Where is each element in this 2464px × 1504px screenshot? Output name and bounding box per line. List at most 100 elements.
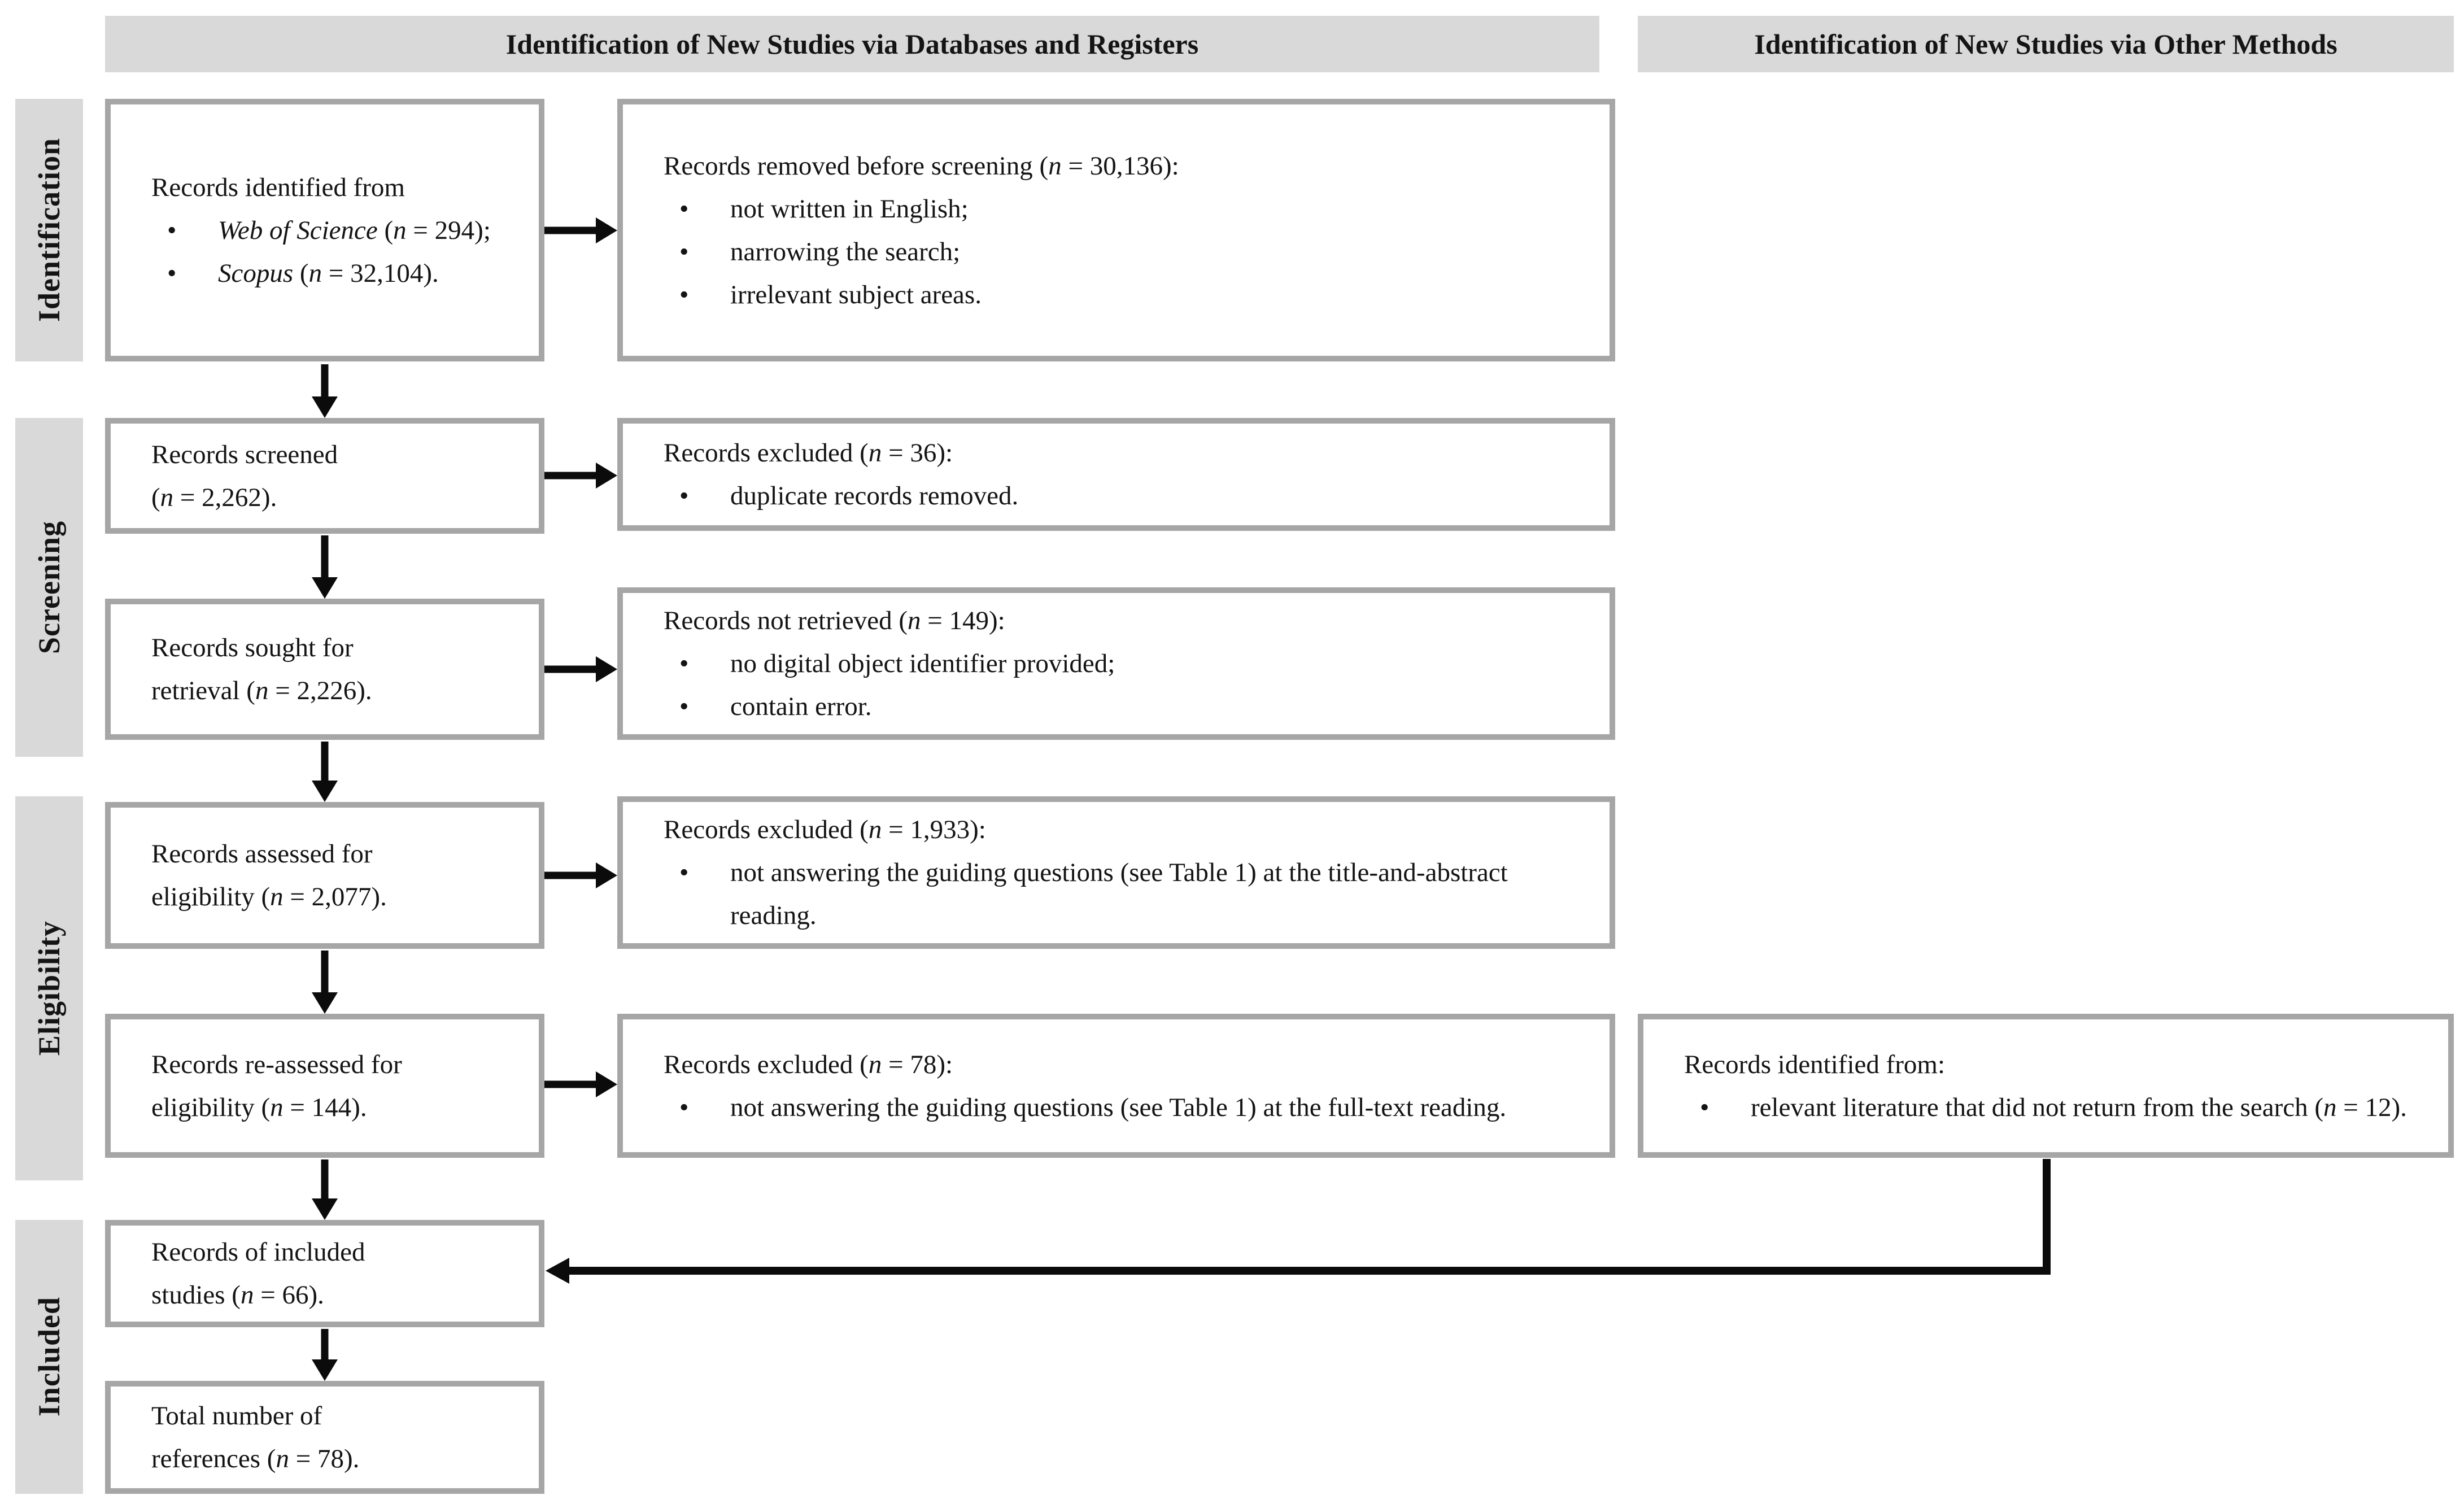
bullet-item: • relevant literature that did not return… xyxy=(1684,1086,2426,1129)
italic-text: n xyxy=(868,438,882,468)
text: Records identified from: xyxy=(1684,1049,1946,1079)
italic-text: n xyxy=(393,215,407,245)
box-text-line: eligibility (n = 2,077). xyxy=(151,875,516,918)
bullet-text: contain error. xyxy=(730,685,1587,728)
text: Records not retrieved ( xyxy=(664,606,908,635)
text: Records excluded ( xyxy=(664,438,869,468)
box-removed-before-screening: Records removed before screening (n = 30… xyxy=(617,99,1615,361)
italic-text: n xyxy=(255,676,269,705)
box-text-line: Records identified from: xyxy=(1684,1043,2426,1086)
box-text-line: eligibility (n = 144). xyxy=(151,1086,516,1129)
text: no digital object identifier provided; xyxy=(730,649,1115,678)
bullet-text: duplicate records removed. xyxy=(730,474,1587,517)
text: Records re-assessed for xyxy=(151,1049,402,1079)
box-text-line: Records identified from xyxy=(151,166,516,209)
text: Records of included xyxy=(151,1237,365,1267)
stage-label-eligibility-text: Eligibility xyxy=(32,921,66,1056)
box-text-line: Total number of xyxy=(151,1394,516,1437)
text: = 32,104). xyxy=(322,258,439,288)
bullet-text: not written in English; xyxy=(730,188,1587,230)
arrow-assessed-to-reassessed xyxy=(312,951,338,1014)
arrow-identified-to-screened xyxy=(312,364,338,418)
arrow-screened-to-sought xyxy=(312,535,338,599)
bullet-dot: • xyxy=(679,692,689,721)
box-not-retrieved: Records not retrieved (n = 149): • no digi… xyxy=(617,587,1615,740)
text: duplicate records removed. xyxy=(730,481,1019,511)
italic-text: n xyxy=(270,882,284,912)
header-databases-registers: Identification of New Studies via Databa… xyxy=(105,16,1599,72)
italic-text: Scopus xyxy=(218,258,294,288)
text: = 78). xyxy=(289,1444,360,1474)
bullet-dot: • xyxy=(1700,1092,1709,1122)
arrow-screened-to-excluded xyxy=(544,463,617,489)
header-other-methods: Identification of New Studies via Other … xyxy=(1638,16,2454,72)
text: ( xyxy=(151,482,160,512)
arrow-sought-to-assessed xyxy=(312,742,338,802)
box-text-line: retrieval (n = 2,226). xyxy=(151,669,516,712)
box-text-line: Records excluded (n = 78): xyxy=(664,1043,1587,1086)
box-text-line: Records not retrieved (n = 149): xyxy=(664,599,1587,642)
bullet-item: •not answering the guiding questions (se… xyxy=(664,851,1587,937)
bullet-text: narrowing the search; xyxy=(730,230,1587,273)
bullet-item: • not answering the guiding questions (se… xyxy=(664,1086,1587,1129)
bullet-item: • Web of Science (n = 294); xyxy=(151,209,516,252)
text: studies ( xyxy=(151,1280,241,1310)
bullet-item: • contain error. xyxy=(664,685,1587,728)
italic-text: n xyxy=(308,258,322,288)
box-text-line: Records screened xyxy=(151,433,516,476)
box-records-reassessed: Records re-assessed for eligibility (n = … xyxy=(105,1014,544,1158)
bullet-item: • no digital object identifier provided; xyxy=(664,642,1587,685)
text: Records excluded ( xyxy=(664,815,869,844)
text: not answering the guiding questions (see… xyxy=(730,1092,1507,1122)
bullet-item: •narrowing the search; xyxy=(664,230,1587,273)
italic-text: n xyxy=(868,1049,882,1079)
bullet-dot: • xyxy=(679,858,689,887)
bullet-item: •Scopus (n = 32,104). xyxy=(151,252,516,295)
arrow-assessed-to-excluded-title-abstract xyxy=(544,862,617,888)
box-text-line: Records sought for xyxy=(151,626,516,669)
text: Records screened xyxy=(151,439,338,469)
box-text-line: Records removed before screening (n = 30… xyxy=(664,145,1587,188)
bullet-text: Web of Science (n = 294); xyxy=(218,209,516,252)
box-text-line: references (n = 78). xyxy=(151,1437,516,1480)
stage-label-eligibility: Eligibility xyxy=(15,796,83,1180)
bullet-dot: • xyxy=(679,1092,689,1122)
bullet-text: not answering the guiding questions (see… xyxy=(730,1086,1587,1129)
box-text-line: Records re-assessed for xyxy=(151,1043,516,1086)
box-text-line: Records assessed for xyxy=(151,832,516,875)
text: Records assessed for xyxy=(151,839,373,869)
text: = 294); xyxy=(406,215,491,245)
bullet-dot: • xyxy=(167,215,177,245)
text: = 149): xyxy=(921,606,1005,635)
bullet-text: relevant literature that did not return … xyxy=(1751,1086,2426,1129)
arrow-reassessed-to-excluded-full-text xyxy=(544,1071,617,1097)
text: = 1,933): xyxy=(882,815,986,844)
text: = 144). xyxy=(283,1092,367,1122)
arrow-sought-to-not-retrieved xyxy=(544,656,617,682)
bullet-item: •duplicate records removed. xyxy=(664,474,1587,517)
bullet-item: •irrelevant subject areas. xyxy=(664,273,1587,316)
stage-label-included-text: Included xyxy=(32,1297,66,1417)
bullet-dot: • xyxy=(679,649,689,678)
italic-text: n xyxy=(868,815,882,844)
box-records-identified: Records identified from • Web of Science (… xyxy=(105,99,544,361)
italic-text: n xyxy=(270,1092,284,1122)
italic-text: n xyxy=(160,482,174,512)
text: not written in English; xyxy=(730,194,969,224)
text: references ( xyxy=(151,1444,276,1474)
stage-label-included: Included xyxy=(15,1220,83,1494)
text: = 36): xyxy=(882,438,953,468)
text: Records removed before screening ( xyxy=(664,151,1049,181)
italic-text: n xyxy=(240,1280,254,1310)
italic-text: n xyxy=(1048,151,1062,181)
box-records-assessed: Records assessed for eligibility (n = 2,0… xyxy=(105,802,544,949)
box-text-line: (n = 2,262). xyxy=(151,476,516,519)
arrow-reassessed-to-included xyxy=(312,1159,338,1220)
box-text-line: Records excluded (n = 1,933): xyxy=(664,808,1587,851)
stage-label-identification-text: Identification xyxy=(32,138,66,322)
text: = 2,262). xyxy=(173,482,277,512)
text: Records excluded ( xyxy=(664,1049,869,1079)
text: retrieval ( xyxy=(151,676,255,705)
